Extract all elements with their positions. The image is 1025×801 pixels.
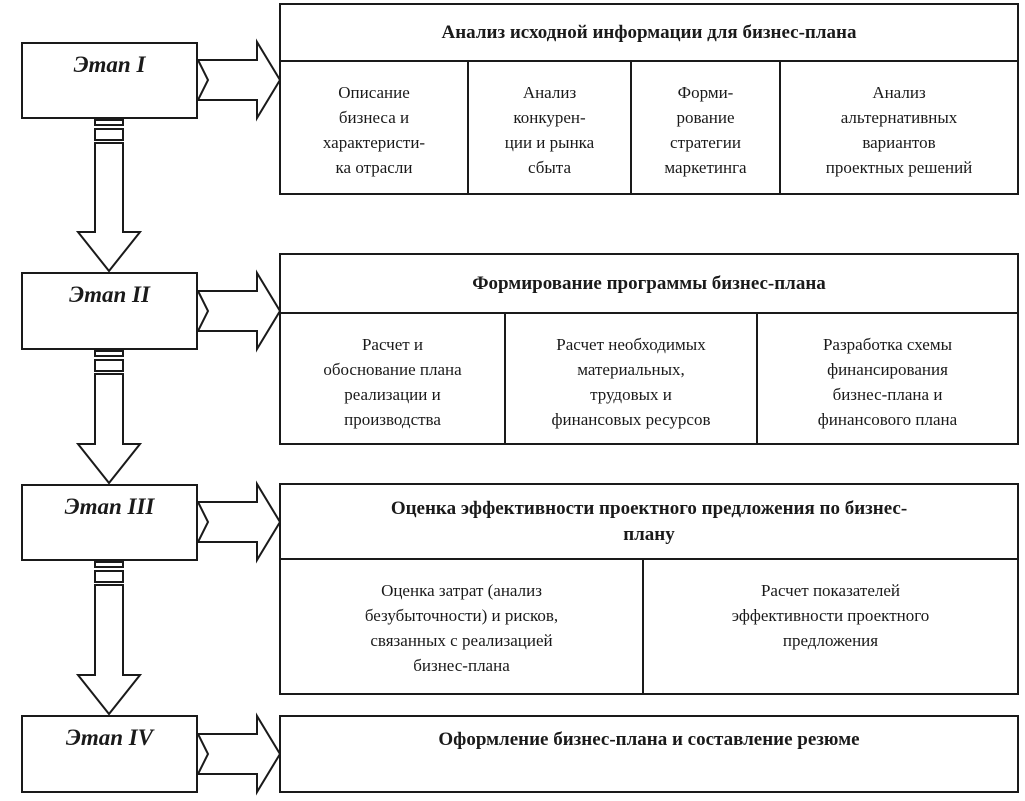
block-1-cell-3: Форми- рование стратегии маркетинга bbox=[630, 62, 779, 193]
block-2-cell-1: Расчет и обоснование плана реализации и … bbox=[323, 335, 462, 429]
block-1-cell-1: Описание бизнеса и характеристи- ка отра… bbox=[322, 83, 426, 177]
down-arrow-icon-1 bbox=[75, 119, 143, 273]
block-2-header: Формирование программы бизнес-плана bbox=[281, 255, 1017, 314]
right-arrow-icon-2 bbox=[196, 269, 282, 353]
block-3: Оценка эффективности проектного предложе… bbox=[279, 483, 1019, 695]
block-3-cell-1: Оценка затрат (анализ безубыточности) и … bbox=[364, 581, 559, 675]
block-1-cell-4: Анализ альтернативных вариантов проектны… bbox=[779, 62, 1017, 193]
block-1-header: Анализ исходной информации для бизнес-пл… bbox=[281, 5, 1017, 62]
right-arrow-icon-1 bbox=[196, 38, 282, 122]
stage-box-3: Этап III bbox=[21, 484, 198, 561]
block-1-columns: Описание бизнеса и характеристи- ка отра… bbox=[281, 62, 1017, 193]
block-2-cell-3: Разработка схемы финансирования бизнес-п… bbox=[756, 314, 1017, 443]
block-2: Формирование программы бизнес-плана Расч… bbox=[279, 253, 1019, 445]
stage-box-2: Этап II bbox=[21, 272, 198, 350]
stage-label-1: Этап I bbox=[73, 52, 146, 77]
block-4: Оформление бизнес-плана и составление ре… bbox=[279, 715, 1019, 793]
block-2-columns: Расчет и обоснование плана реализации и … bbox=[281, 314, 1017, 443]
down-arrow-icon-3 bbox=[75, 561, 143, 716]
right-arrow-icon-4 bbox=[196, 712, 282, 796]
stage-box-1: Этап I bbox=[21, 42, 198, 119]
block-2-cell-2: Расчет необходимых материальных, трудовы… bbox=[504, 314, 756, 443]
block-1-cell-2: Анализ конкурен- ции и рынка сбыта bbox=[467, 62, 630, 193]
stage-label-2: Этап II bbox=[69, 282, 150, 307]
block-3-cell-2: Расчет показателей эффективности проектн… bbox=[642, 560, 1017, 693]
block-3-columns: Оценка затрат (анализ безубыточности) и … bbox=[281, 560, 1017, 693]
block-4-header: Оформление бизнес-плана и составление ре… bbox=[438, 729, 860, 750]
right-arrow-icon-3 bbox=[196, 480, 282, 564]
stage-box-4: Этап IV bbox=[21, 715, 198, 793]
block-3-header: Оценка эффективности проектного предложе… bbox=[281, 485, 1017, 560]
block-1: Анализ исходной информации для бизнес-пл… bbox=[279, 3, 1019, 195]
stage-label-4: Этап IV bbox=[65, 725, 154, 750]
down-arrow-icon-2 bbox=[75, 350, 143, 485]
stage-label-3: Этап III bbox=[64, 494, 155, 519]
